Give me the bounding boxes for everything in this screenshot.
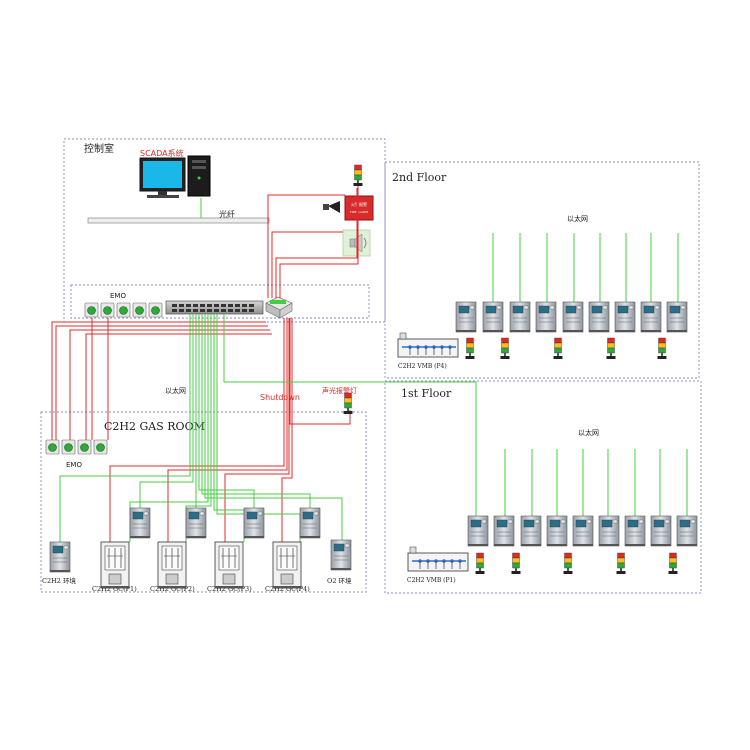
control-emo-buttons (84, 302, 163, 318)
alarm-light-label: 声光报警灯 (322, 386, 357, 395)
floor2-ethernet-label: 以太网 (567, 214, 588, 223)
fiber-label: 光纤 (219, 209, 235, 219)
control-room-signal-tower (353, 164, 363, 187)
floor1-vmb (407, 546, 469, 572)
floor2-signal-towers (465, 337, 667, 360)
network-switch (165, 300, 264, 315)
green-wiring (59, 198, 688, 542)
env-left-label: C2H2 环境 (42, 576, 76, 585)
gc-label-p1: C2H2 GC(P1) (92, 585, 137, 593)
control-room-title: 控制室 (84, 142, 114, 155)
red-wiring (51, 186, 359, 542)
floor2-vmb (397, 332, 459, 358)
scada-computer (139, 155, 211, 198)
gas-room-env-sensor-right (330, 539, 352, 571)
shutdown-label: Shutdown (260, 393, 300, 402)
fire-alarm-text-1: 火警报警 (351, 201, 367, 207)
floor2-title: 2nd Floor (392, 171, 447, 184)
gas-room-emo-buttons (45, 439, 108, 455)
floor1-title: 1st Floor (401, 387, 452, 400)
floor2-cabinets (455, 301, 688, 333)
gas-room-alarm-tower (343, 392, 353, 415)
gc-label-p4: C2H2 GC(P4) (265, 585, 310, 593)
fire-alarm-text-2: FIRE ALARM (350, 210, 368, 214)
floor2-box (384, 161, 700, 379)
floor1-box (384, 380, 702, 594)
gas-room-env-sensor-left (49, 541, 71, 573)
gas-room-box (40, 411, 367, 593)
gas-room-title: C2H2 GAS ROOM (104, 420, 205, 433)
emo-label-control: EMO (110, 292, 126, 300)
env-right-label: O2 环境 (327, 576, 352, 585)
emo-strip-box (70, 284, 370, 319)
gc-label-p2: C2H2 GC(P2) (150, 585, 195, 593)
floor1-signal-towers (475, 552, 678, 575)
alarm-horn-icon (323, 201, 340, 213)
floor1-ethernet-label: 以太网 (578, 428, 599, 437)
scada-label: SCADA系统 (140, 148, 184, 158)
floor1-cabinets (467, 515, 698, 547)
plc-module (265, 296, 293, 319)
gas-cabinets (100, 541, 302, 589)
gc-label-p3: C2H2 GC(P3) (207, 585, 252, 593)
gas-room-emo-label: EMO (66, 461, 82, 469)
fire-alarm-panel: 火警报警 FIRE ALARM (344, 195, 374, 221)
fiber-bar (87, 217, 270, 224)
floor1-vmb-label: C2H2 VMB (P1) (407, 577, 456, 584)
gas-room-ethernet-label: 以太网 (165, 386, 186, 395)
floor2-vmb-label: C2H2 VMB (P4) (398, 363, 447, 370)
